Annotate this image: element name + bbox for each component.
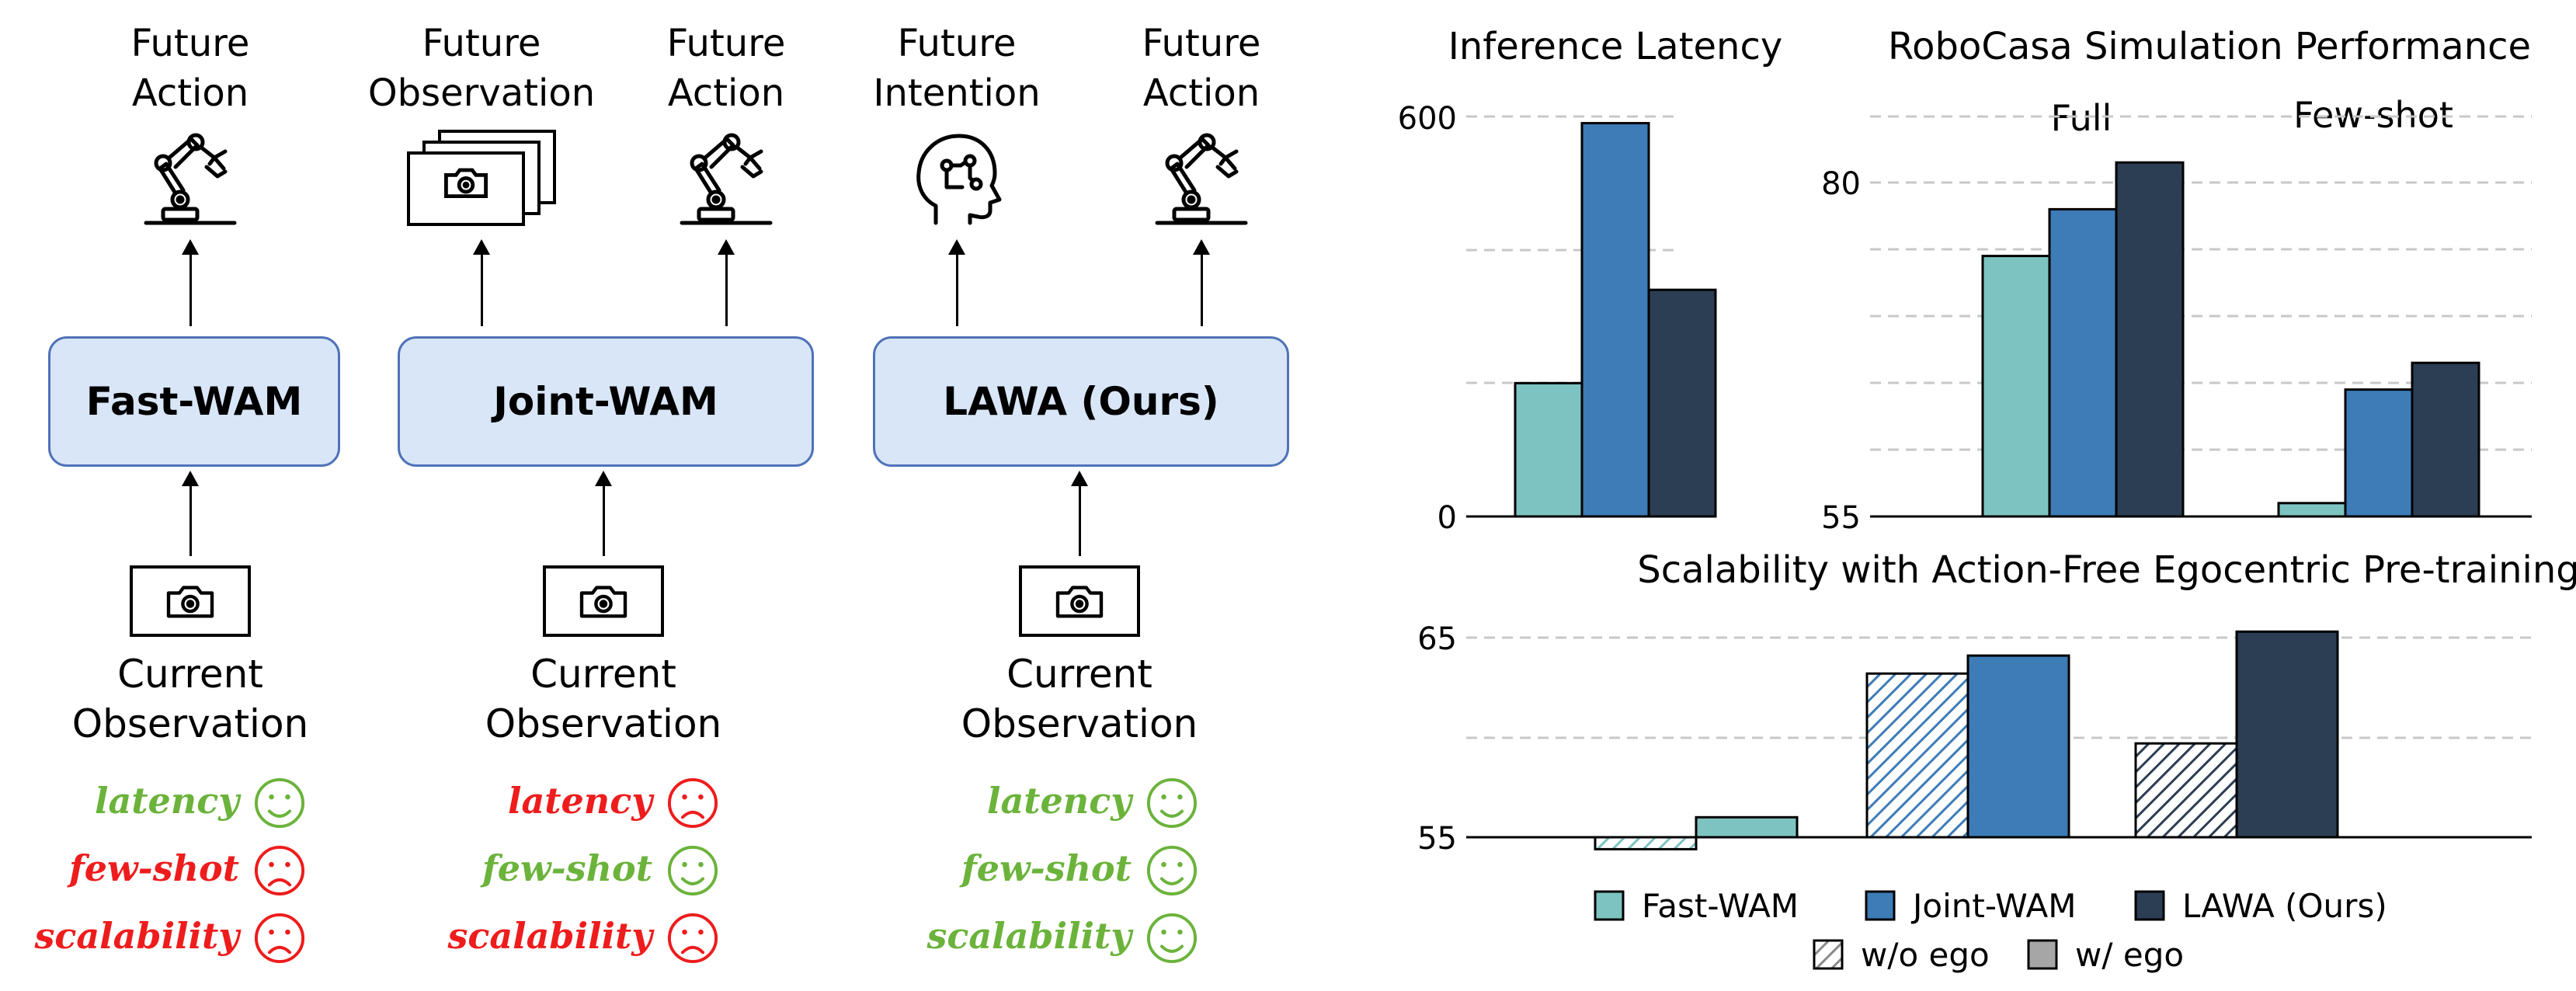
- robocasa-bar-LAWA (Ours)-Few-shot: [2411, 361, 2480, 518]
- scalability-bar-Fast-WAM-w/ ego: [1695, 815, 1799, 839]
- model-box-0: Fast-WAM: [48, 336, 340, 467]
- output-arrow-2-0-head: [948, 239, 965, 255]
- status-few-shot-2: few-shot: [961, 847, 1132, 889]
- head-brain-icon: [906, 128, 1007, 232]
- status-few-shot-0: few-shot: [68, 847, 239, 889]
- output-arrow-1-0-shaft: [480, 253, 483, 326]
- scalability-bar-Fast-WAM-w/o ego: [1594, 836, 1698, 850]
- robocasa-bar-Joint-WAM-Full: [2048, 207, 2118, 518]
- robocasa-chart-title: RoboCasa Simulation Performance: [1888, 25, 2531, 68]
- robot-arm-icon: [1151, 128, 1252, 232]
- legend-lawa-label: LAWA (Ours): [2182, 887, 2387, 925]
- legend-wo-ego-swatch: [1813, 939, 1844, 970]
- legend-w-ego-label: w/ ego: [2075, 936, 2184, 974]
- status-scalability-2: scalability: [926, 915, 1132, 957]
- smile-face-icon: [1145, 912, 1198, 968]
- smile-face-icon: [666, 844, 719, 900]
- frown-face-icon: [253, 912, 306, 968]
- robocasa-ytick-top: 80: [1821, 166, 1861, 202]
- model-box-2: LAWA (Ours): [873, 336, 1289, 467]
- robocasa-bar-Fast-WAM-Full: [1981, 255, 2051, 518]
- status-scalability-1: scalability: [447, 915, 652, 957]
- latency-ytick-top: 600: [1398, 101, 1457, 137]
- camera-icon: [1019, 565, 1140, 637]
- input-arrow-2-head: [1071, 471, 1088, 486]
- smile-face-icon: [253, 777, 306, 833]
- robot-arm-icon: [676, 128, 777, 232]
- output-arrow-0-0-shaft: [189, 253, 192, 326]
- scalability-bar-Joint-WAM-w/ ego: [1966, 654, 2070, 839]
- latency-ytick-bottom: 0: [1437, 500, 1457, 536]
- output-arrow-1-1-shaft: [725, 253, 728, 326]
- legend-fast-wam-label: Fast-WAM: [1642, 887, 1799, 925]
- input-arrow-0-shaft: [189, 485, 192, 556]
- latency-bar-Joint-WAM: [1580, 122, 1650, 518]
- status-latency-2: latency: [987, 780, 1132, 822]
- latency-bar-Fast-WAM: [1514, 381, 1583, 518]
- output-arrow-2-0-shaft: [955, 253, 958, 326]
- robocasa-group-fewshot: Few-shot: [2293, 94, 2453, 136]
- input-arrow-1-head: [595, 471, 612, 486]
- smile-face-icon: [1145, 844, 1198, 900]
- scalability-bar-Joint-WAM-w/o ego: [1865, 672, 1969, 839]
- status-scalability-0: scalability: [34, 915, 239, 957]
- smile-face-icon: [1145, 777, 1198, 833]
- model-box-1: Joint-WAM: [398, 336, 814, 467]
- legend-w-ego-swatch: [2027, 939, 2058, 970]
- camera-icon: [543, 565, 664, 637]
- legend-lawa-swatch: [2134, 890, 2165, 921]
- robot-arm-icon: [140, 128, 241, 232]
- status-latency-0: latency: [95, 780, 239, 822]
- robocasa-bar-Joint-WAM-Few-shot: [2344, 388, 2414, 518]
- output-arrow-1-1-head: [718, 239, 735, 255]
- latency-bar-LAWA (Ours): [1647, 288, 1717, 518]
- camera-icon: [130, 565, 251, 637]
- output-arrow-1-0-head: [473, 239, 490, 255]
- frown-face-icon: [253, 844, 306, 900]
- image-stack-icon: [404, 128, 559, 232]
- robocasa-ytick-bottom: 55: [1821, 500, 1861, 536]
- frown-face-icon: [666, 912, 719, 968]
- legend-wo-ego-label: w/o ego: [1861, 936, 1990, 974]
- robocasa-group-full: Full: [2051, 97, 2112, 139]
- status-latency-1: latency: [508, 780, 652, 822]
- legend-joint-wam-swatch: [1865, 890, 1896, 921]
- input-arrow-2-shaft: [1078, 485, 1081, 556]
- scalability-bar-LAWA (Ours)-w/ ego: [2235, 630, 2339, 839]
- scalability-bar-LAWA (Ours)-w/o ego: [2134, 742, 2238, 839]
- output-arrow-2-1-head: [1193, 239, 1210, 255]
- input-arrow-0-head: [182, 471, 199, 486]
- output-arrow-2-1-shaft: [1200, 253, 1203, 326]
- latency-chart-title: Inference Latency: [1448, 25, 1783, 68]
- scalability-ytick-top: 65: [1417, 621, 1457, 657]
- scalability-ytick-bottom: 55: [1417, 821, 1457, 857]
- frown-face-icon: [666, 777, 719, 833]
- output-arrow-0-0-head: [182, 239, 199, 255]
- robocasa-bar-Fast-WAM-Few-shot: [2277, 502, 2347, 518]
- legend-joint-wam-label: Joint-WAM: [1910, 887, 2077, 925]
- status-few-shot-1: few-shot: [481, 847, 652, 889]
- robocasa-bar-LAWA (Ours)-Full: [2115, 161, 2185, 518]
- scalability-chart-title: Scalability with Action-Free Egocentric …: [1637, 548, 2576, 592]
- input-arrow-1-shaft: [602, 485, 605, 556]
- legend-fast-wam-swatch: [1594, 890, 1625, 921]
